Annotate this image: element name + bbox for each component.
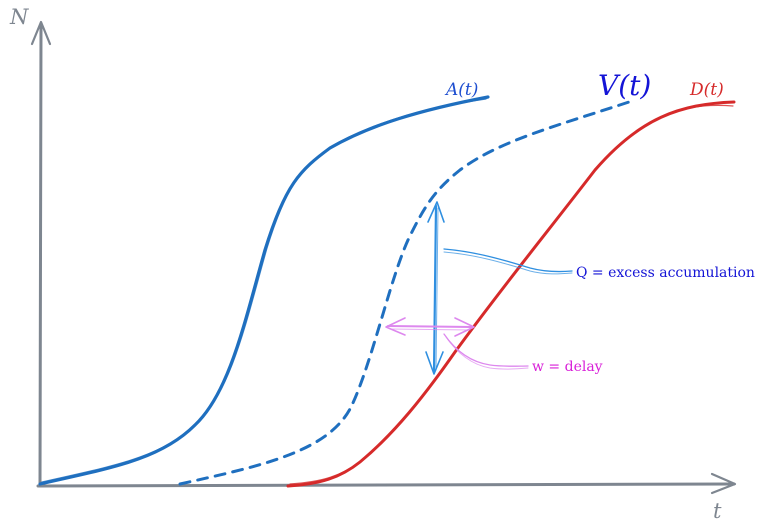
- x-axis-label: t: [713, 499, 722, 523]
- virtual-curve: [178, 98, 637, 486]
- delay-label: w = delay: [532, 359, 603, 375]
- queue-label: Q = excess accumulation: [576, 265, 755, 281]
- delay-leader: [443, 333, 529, 370]
- virtual-label: V(t): [598, 69, 651, 102]
- departures-label: D(t): [689, 80, 724, 100]
- departures-curve: [286, 100, 736, 488]
- delay-arrow: [385, 317, 475, 337]
- x-axis: [36, 482, 736, 488]
- queue-arrow: [425, 201, 445, 375]
- arrivals-label: A(t): [444, 80, 478, 100]
- y-axis-label: N: [9, 5, 29, 29]
- arrivals-curve: [38, 95, 490, 486]
- y-axis: [38, 22, 43, 488]
- y-axis-arrowhead: [30, 20, 52, 46]
- x-axis-arrowhead: [710, 472, 737, 495]
- axes: [30, 20, 737, 495]
- queue-leader: [443, 248, 573, 275]
